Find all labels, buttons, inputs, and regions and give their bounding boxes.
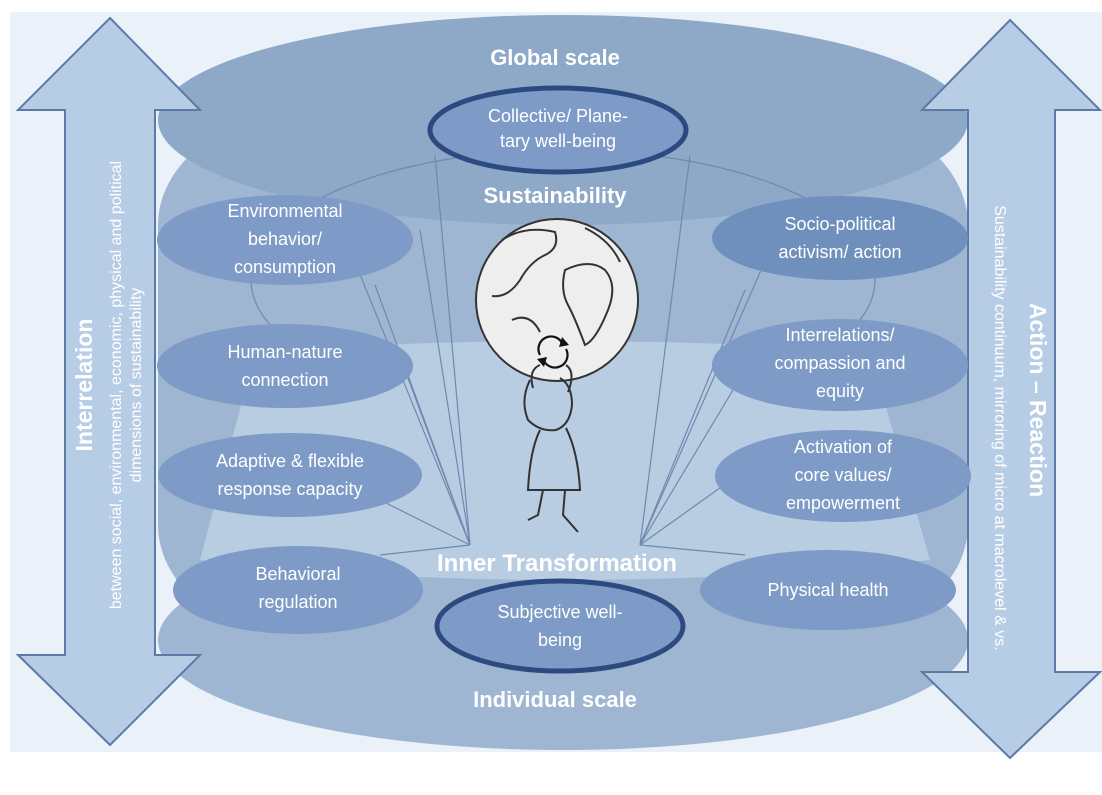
right-node-3-line3: empowerment [786,493,900,513]
left-arrow-shape [15,16,203,747]
left-arrow-title: Interrelation [71,319,97,452]
top-node-ellipse [427,85,689,175]
inner-floor [200,341,930,580]
individual-scale-label: Individual scale [473,687,637,712]
left-node-2-line2: connection [241,370,328,390]
left-node-human-nature-connection: Human-nature connection [157,324,413,408]
top-node-line2: tary well-being [500,131,616,151]
left-node-adaptive-response: Adaptive & flexible response capacity [158,433,422,517]
left-node-3-line2: response capacity [217,479,362,499]
right-node-4-line1: Physical health [767,580,888,600]
right-node-core-values: Activation of core values/ empowerment [715,430,971,522]
bottom-node-line2: being [538,630,582,650]
globe-icon [475,218,639,382]
left-node-ellipse [158,433,422,517]
right-node-3-line2: core values/ [794,465,891,485]
left-node-2-line1: Human-nature [227,342,342,362]
cycle-arrows-icon [537,335,569,369]
right-node-ellipse [712,196,968,280]
right-node-socio-political: Socio-political activism/ action [712,196,968,280]
bottom-node-subjective-wellbeing: Subjective well- being [434,578,686,674]
left-node-4-line2: regulation [258,592,337,612]
top-node-collective-wellbeing: Collective/ Plane- tary well-being [427,85,689,175]
global-scale-label: Global scale [490,45,620,70]
left-node-ellipse [157,195,413,285]
left-node-behavioral-regulation: Behavioral regulation [173,546,423,634]
left-node-1-line1: Environmental [227,201,342,221]
inner-transformation-label: Inner Transformation [437,550,677,577]
left-node-ellipse [173,546,423,634]
left-node-4-line1: Behavioral [255,564,340,584]
right-node-physical-health: Physical health [700,550,956,630]
left-arrow-subtitle-line2: dimensions of sustainability [128,288,145,483]
left-node-ellipse [157,324,413,408]
right-node-ellipse [712,319,968,411]
left-node-1-line2: behavior/ [248,229,322,249]
bottom-node-ellipse [434,578,686,674]
right-arrow-title: Action – Reaction [1025,303,1051,497]
left-node-1-line3: consumption [234,257,336,277]
right-double-arrow: Action – Reaction Sustainability continu… [919,18,1102,760]
right-node-ellipse [700,550,956,630]
left-node-3-line1: Adaptive & flexible [216,451,364,471]
right-arrow-shape [919,18,1102,760]
right-node-2-line2: compassion and [774,353,905,373]
sustainability-label: Sustainability [483,183,627,208]
right-node-1-line1: Socio-political [784,214,895,234]
left-node-environmental-behavior: Environmental behavior/ consumption [157,195,413,285]
right-node-ellipse [715,430,971,522]
left-arrow-subtitle-line1: between social, environmental, economic,… [108,161,125,609]
bottom-node-line1: Subjective well- [497,602,622,622]
right-node-1-line2: activism/ action [778,242,901,262]
top-node-line1: Collective/ Plane- [488,106,628,126]
right-arrow-subtitle: Sustainability continuum, mirroring of m… [991,205,1008,651]
right-node-3-line1: Activation of [794,437,893,457]
person-holding-globe-icon [523,364,582,533]
right-node-2-line1: Interrelations/ [785,325,894,345]
right-node-2-line3: equity [816,381,864,401]
left-double-arrow: Interrelation between social, environmen… [15,16,203,747]
right-node-interrelations: Interrelations/ compassion and equity [712,319,968,411]
